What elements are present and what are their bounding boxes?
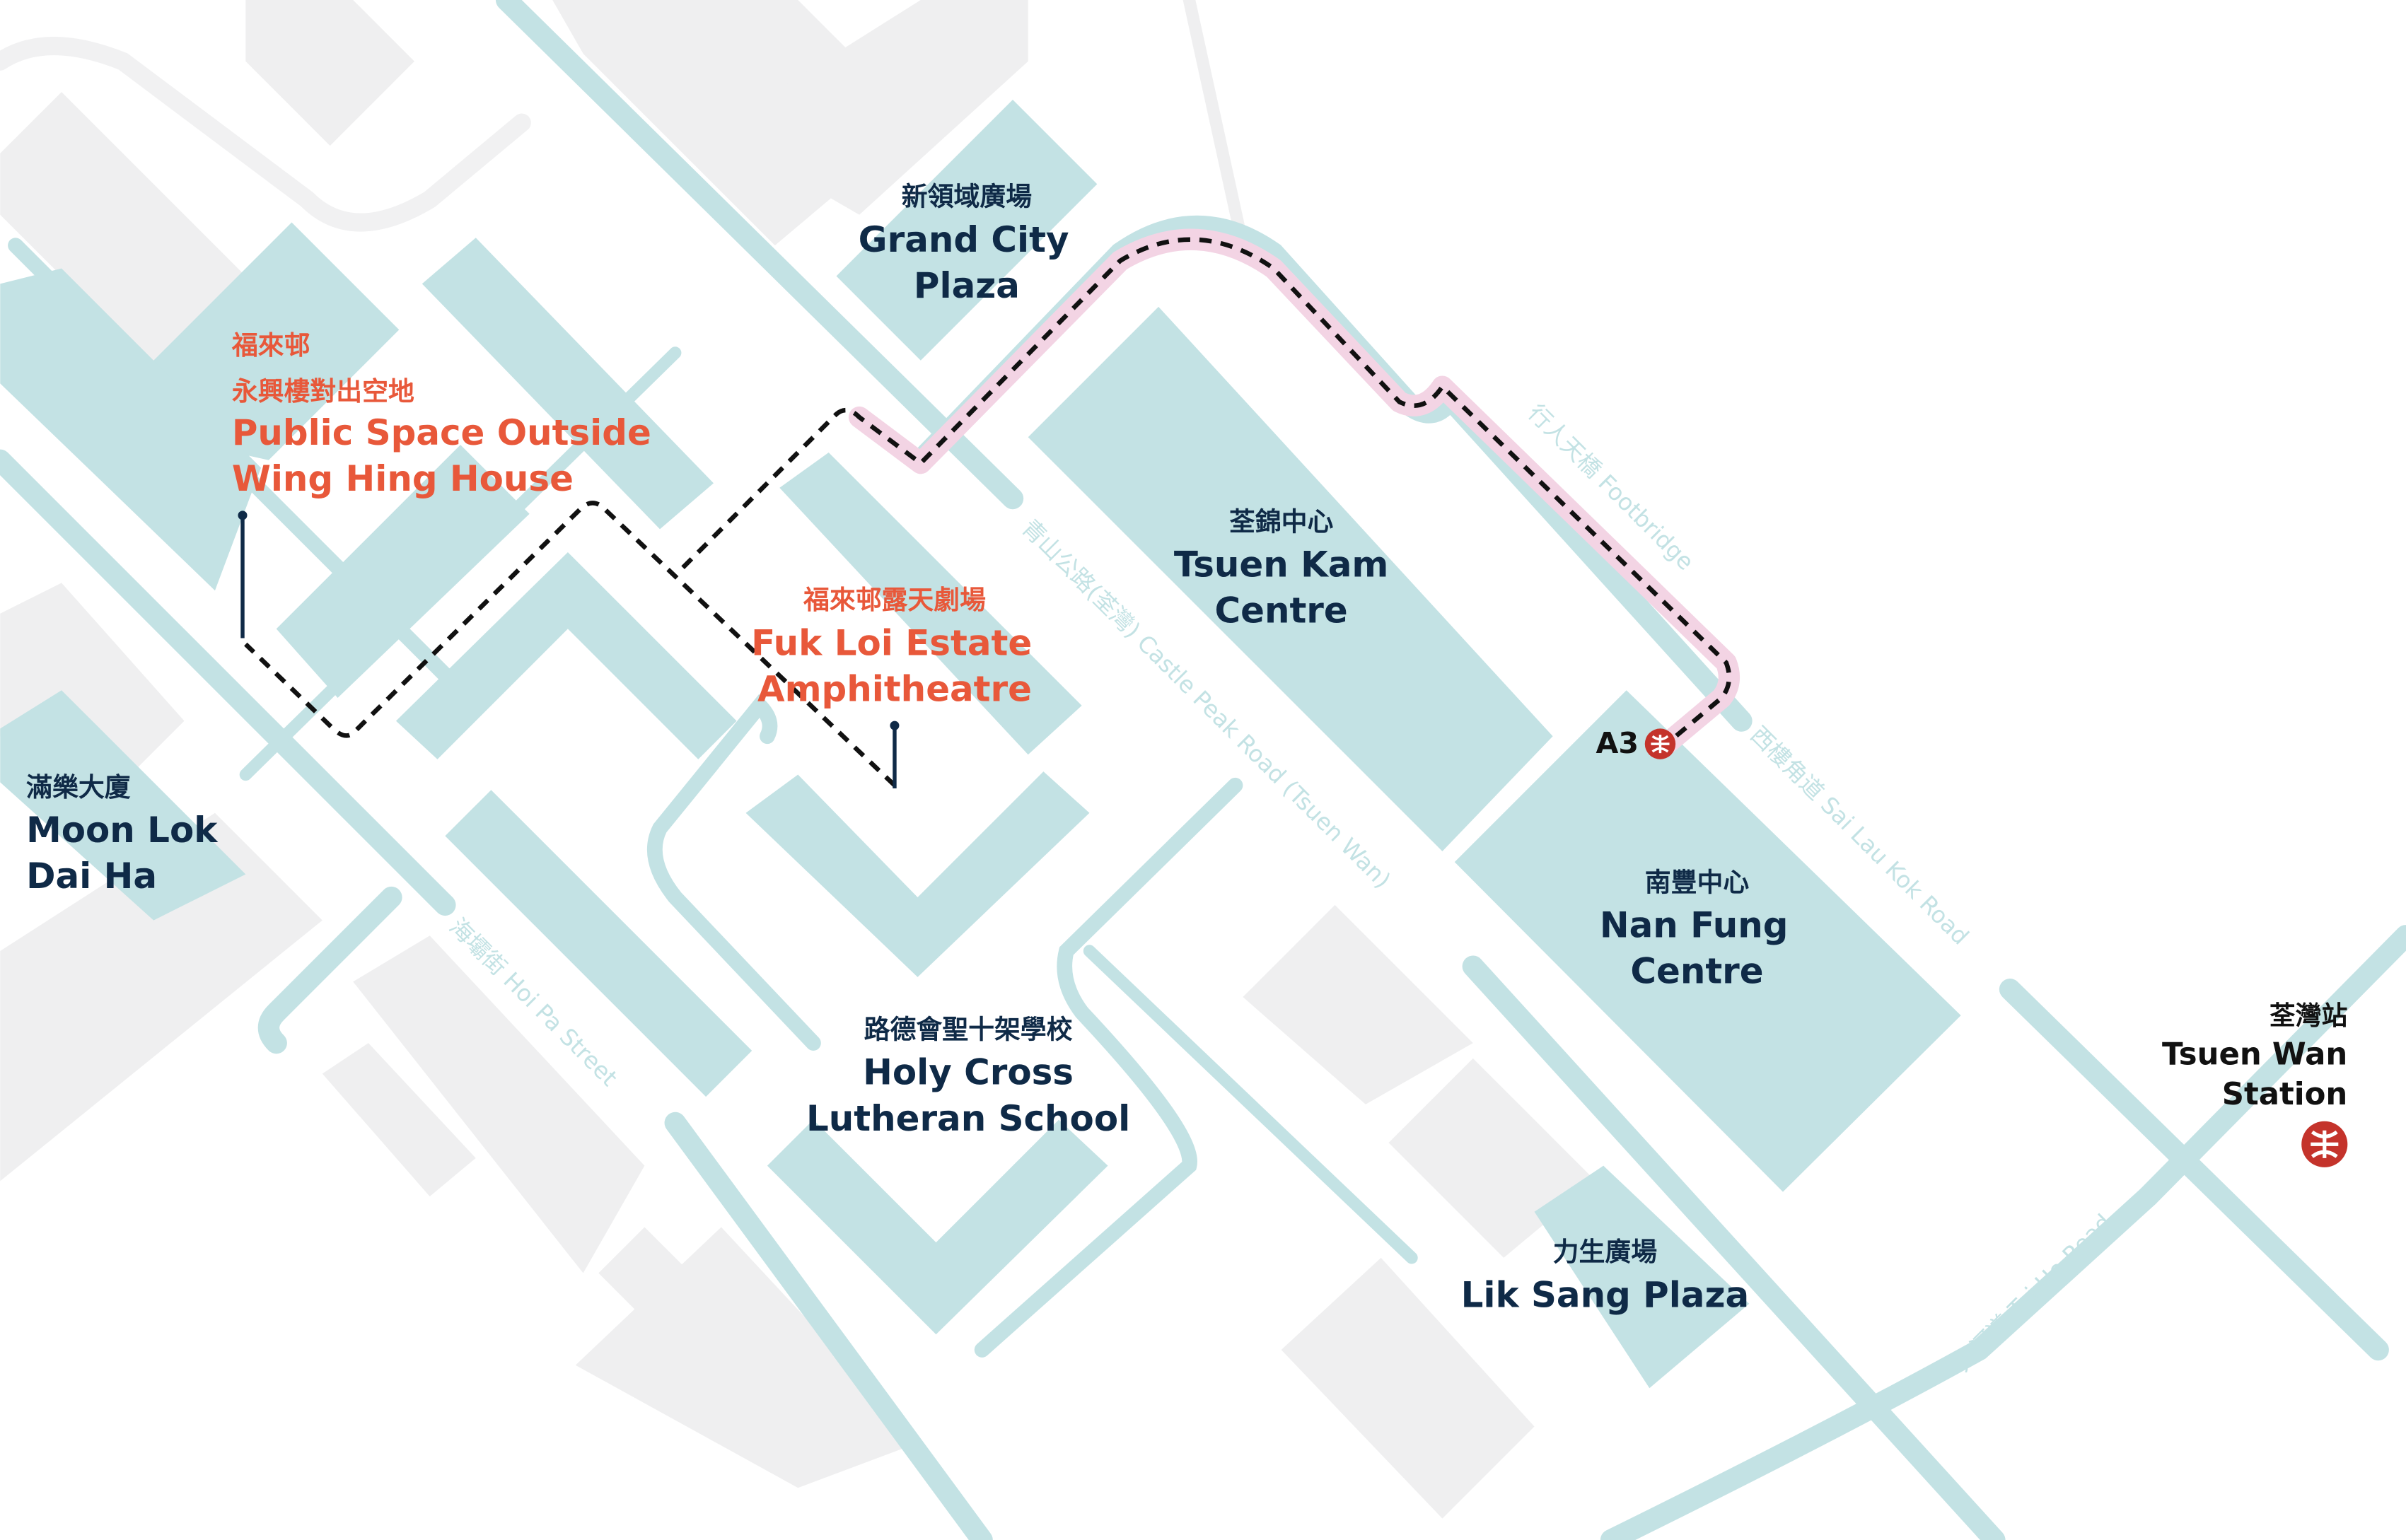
amphitheatre-zh: 福來邨露天劇場 bbox=[803, 585, 986, 615]
exit-a3-label: A3 bbox=[1596, 726, 1639, 760]
nan-fung-zh: 南豐中心 bbox=[1645, 867, 1750, 897]
lik-sang-en1: Lik Sang Plaza bbox=[1461, 1274, 1750, 1315]
grand-city-plaza-block bbox=[836, 100, 1098, 361]
amphitheatre-en2: Amphitheatre bbox=[757, 668, 1032, 709]
amphitheatre-en1: Fuk Loi Estate bbox=[751, 622, 1032, 663]
holy-cross-en2: Lutheran School bbox=[806, 1098, 1130, 1139]
nan-fung-en2: Centre bbox=[1630, 951, 1763, 992]
wing-hing-en1: Public Space Outside bbox=[232, 412, 651, 453]
grand-city-en2: Plaza bbox=[914, 265, 1020, 306]
tsuen-wan-station-en1: Tsuen Wan bbox=[2162, 1037, 2347, 1073]
holy-cross-en1: Holy Cross bbox=[863, 1052, 1074, 1093]
moon-lok-en1: Moon Lok bbox=[26, 810, 219, 851]
wing-hing-zh2: 永興樓對出空地 bbox=[232, 376, 414, 407]
nan-fung-centre-block bbox=[1454, 690, 1961, 1192]
moon-lok-zh: 滿樂大廈 bbox=[26, 772, 131, 803]
wing-hing-zh1: 福來邨 bbox=[231, 330, 310, 361]
grand-city-en1: Grand City bbox=[859, 219, 1069, 260]
tsuen-kam-en1: Tsuen Kam bbox=[1174, 544, 1389, 585]
road-label-tai-ho: 大河道 Tai Ho Road bbox=[1949, 1209, 2117, 1377]
tsuen-kam-centre-block bbox=[1028, 306, 1553, 851]
tsuen-kam-en2: Centre bbox=[1215, 590, 1348, 631]
tsuen-kam-zh: 荃錦中心 bbox=[1229, 507, 1334, 537]
tsuen-wan-station-en2: Station bbox=[2222, 1077, 2348, 1112]
lik-sang-zh: 力生廣場 bbox=[1553, 1237, 1657, 1267]
mtr-logo-icon bbox=[1644, 728, 1676, 759]
mtr-station-icon[interactable] bbox=[2301, 1121, 2348, 1167]
wing-hing-en2: Wing Hing House bbox=[232, 458, 574, 499]
holy-cross-zh: 路德會聖十架學校 bbox=[864, 1015, 1073, 1045]
building-blocks bbox=[0, 100, 1961, 1389]
grand-city-zh: 新領域廣場 bbox=[902, 182, 1032, 212]
lik-sang-plaza-block bbox=[1534, 1165, 1750, 1389]
tsuen-wan-station-zh: 荃灣站 bbox=[2270, 1001, 2348, 1031]
nan-fung-en1: Nan Fung bbox=[1600, 904, 1789, 945]
walking-route-dashed bbox=[244, 237, 1732, 788]
moon-lok-en2: Dai Ha bbox=[26, 856, 157, 897]
